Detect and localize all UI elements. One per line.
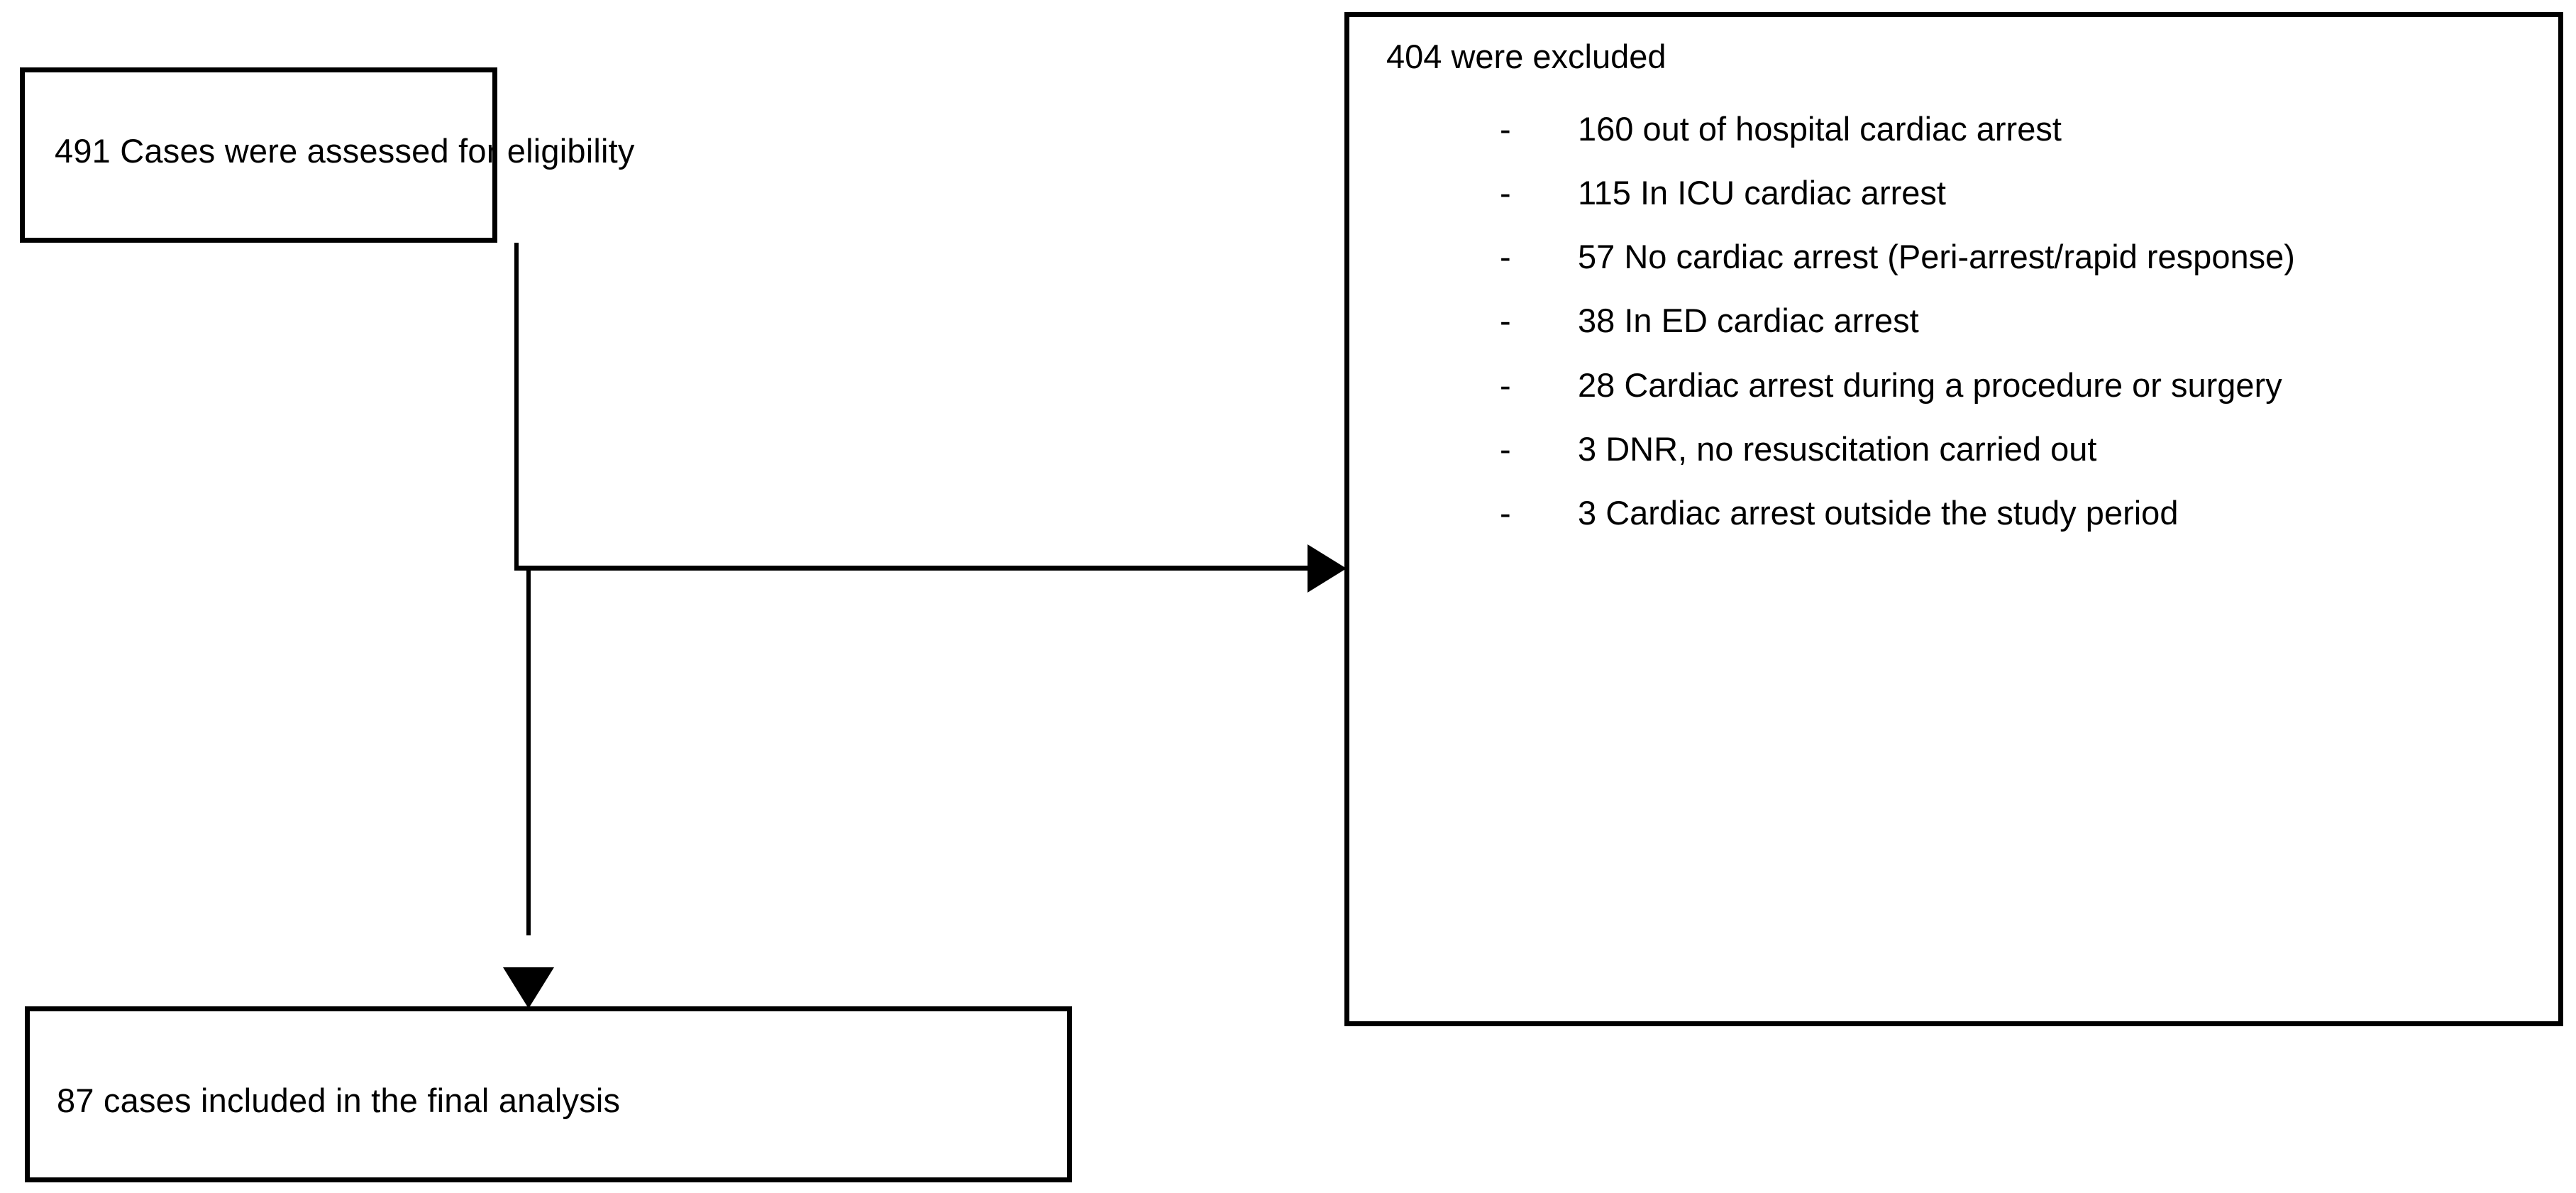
list-item: - 28 Cardiac arrest during a procedure o… (1386, 358, 2530, 412)
list-item: - 160 out of hospital cardiac arrest (1386, 102, 2530, 156)
list-item-text: 3 Cardiac arrest outside the study perio… (1578, 493, 2179, 532)
bullet-dash-icon: - (1500, 429, 1511, 468)
box-excluded: 404 were excluded - 160 out of hospital … (1344, 12, 2563, 1026)
cases-assessed-label: 491 Cases were assessed for eligibility (55, 132, 635, 170)
arrow-right-icon (1308, 544, 1347, 593)
connector-horizontal-to-excluded (514, 566, 1316, 571)
box-cases-included: 87 cases included in the final analysis (25, 1006, 1072, 1182)
excluded-reasons-list: - 160 out of hospital cardiac arrest - 1… (1386, 102, 2530, 550)
list-item-text: 57 No cardiac arrest (Peri-arrest/rapid … (1578, 238, 2295, 276)
list-item-text: 28 Cardiac arrest during a procedure or … (1578, 365, 2282, 404)
list-item: - 38 In ED cardiac arrest (1386, 294, 2530, 348)
bullet-dash-icon: - (1500, 110, 1511, 148)
box-cases-assessed: 491 Cases were assessed for eligibility (20, 67, 634, 243)
list-item-text: 160 out of hospital cardiac arrest (1578, 110, 2062, 148)
bullet-dash-icon: - (1500, 365, 1511, 404)
bullet-dash-icon: - (1500, 238, 1511, 276)
arrow-down-icon (503, 967, 554, 1008)
list-item: - 3 DNR, no resuscitation carried out (1386, 422, 2530, 476)
list-item-text: 3 DNR, no resuscitation carried out (1578, 429, 2097, 468)
bullet-dash-icon: - (1500, 302, 1511, 340)
list-item-text: 38 In ED cardiac arrest (1578, 302, 1919, 340)
connector-vertical-lower (526, 568, 531, 935)
list-item: - 115 In ICU cardiac arrest (1386, 166, 2530, 220)
cases-included-label: 87 cases included in the final analysis (57, 1082, 621, 1119)
list-item: - 3 Cardiac arrest outside the study per… (1386, 486, 2530, 540)
connector-vertical-upper (514, 243, 519, 571)
list-item: - 57 No cardiac arrest (Peri-arrest/rapi… (1386, 230, 2530, 284)
list-item-text: 115 In ICU cardiac arrest (1578, 174, 1946, 212)
bullet-dash-icon: - (1500, 174, 1511, 212)
bullet-dash-icon: - (1500, 493, 1511, 532)
excluded-title-label: 404 were excluded (1386, 38, 1666, 75)
